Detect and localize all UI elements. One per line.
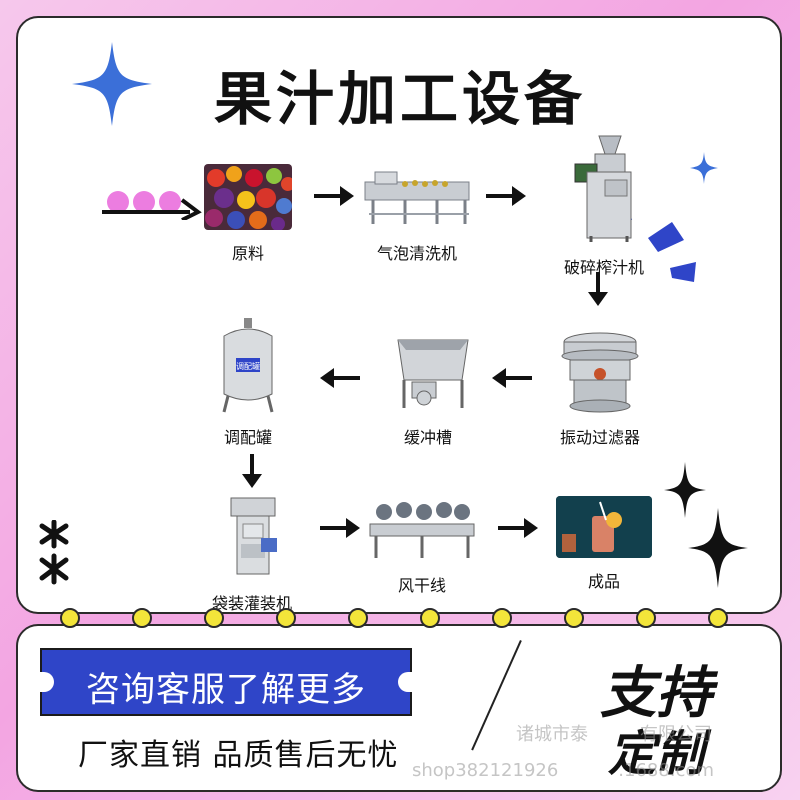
- step-blending-tank: 调配罐 调配罐: [196, 316, 300, 448]
- step-label: 缓冲槽: [403, 428, 452, 447]
- step-label: 调配罐: [223, 428, 272, 447]
- step-crusher-juicer: 破碎榨汁机: [552, 132, 656, 278]
- step-vibrating-filter: 振动过滤器: [548, 328, 652, 448]
- watermark-part: .1688.com: [618, 760, 714, 781]
- asterisk-decoration-icon: [39, 520, 69, 585]
- small-blue-sparkle-icon: [690, 152, 718, 184]
- arrow-down: [588, 272, 608, 306]
- step-bubble-washer: 气泡清洗机: [354, 164, 480, 264]
- page-title: 果汁加工设备: [213, 65, 586, 133]
- arrow-right: [486, 186, 526, 206]
- slogan-text: 厂家直销 品质售后无忧: [78, 738, 399, 773]
- arrow-right: [498, 518, 538, 538]
- step-finished-product: 成品: [552, 496, 656, 592]
- start-marker-icon: [102, 191, 202, 220]
- bag-filling-machine-icon: [217, 494, 287, 580]
- step-label: 风干线: [397, 576, 446, 595]
- arrow-left: [320, 368, 360, 388]
- watermark-shop-url: shop382121926 .1688.com: [412, 760, 714, 781]
- binder-dot: [636, 608, 656, 628]
- binder-dot: [60, 608, 80, 628]
- custom-made-text: 定制: [608, 726, 705, 782]
- watermark-part: shop382121926: [412, 760, 559, 781]
- consult-service-button[interactable]: 咨询客服了解更多: [40, 648, 412, 716]
- step-label: 振动过滤器: [559, 428, 640, 447]
- arrow-down: [242, 454, 262, 488]
- step-label: 气泡清洗机: [376, 244, 457, 263]
- buffer-tank-icon: [384, 328, 472, 414]
- juice-product-photo-icon: [556, 496, 652, 558]
- custom-support-text: 支持: [600, 661, 712, 726]
- tank-plate-text: 调配罐: [236, 361, 260, 371]
- binder-dot: [204, 608, 224, 628]
- step-label: 原料: [231, 244, 264, 263]
- consult-service-label: 咨询客服了解更多: [86, 670, 366, 710]
- binder-dot: [348, 608, 368, 628]
- step-buffer-tank: 缓冲槽: [376, 328, 480, 448]
- crusher-juicer-icon: [569, 132, 639, 244]
- step-label: 袋装灌装机: [211, 594, 292, 613]
- bubble-washer-icon: [361, 164, 473, 230]
- air-drying-line-icon: [366, 496, 478, 562]
- arrow-right: [314, 186, 354, 206]
- binder-dot: [564, 608, 584, 628]
- black-sparkle-icon: [664, 462, 706, 518]
- watermark-part: 有限公司: [640, 724, 712, 745]
- binder-dot: [276, 608, 296, 628]
- step-air-drying-line: 风干线: [366, 496, 478, 596]
- step-raw-material: 原料: [196, 164, 300, 264]
- step-label: 成品: [587, 572, 620, 591]
- arrow-left: [492, 368, 532, 388]
- binder-dot: [132, 608, 152, 628]
- binder-dot: [420, 608, 440, 628]
- fruit-photo-icon: [204, 164, 292, 230]
- step-label: 破碎榨汁机: [563, 258, 644, 277]
- vibrating-filter-icon: [556, 328, 644, 414]
- watermark-part: 诸城市泰: [516, 724, 588, 745]
- binder-dot: [708, 608, 728, 628]
- blue-sparkle-icon: [72, 42, 152, 126]
- large-black-sparkle-icon: [688, 508, 748, 588]
- blending-tank-icon: 调配罐: [204, 316, 292, 414]
- binder-dot: [492, 608, 512, 628]
- arrow-right: [320, 518, 360, 538]
- step-bag-filling-machine: 袋装灌装机: [196, 494, 308, 614]
- watermark-company: 诸城市泰 有限公司: [516, 720, 712, 746]
